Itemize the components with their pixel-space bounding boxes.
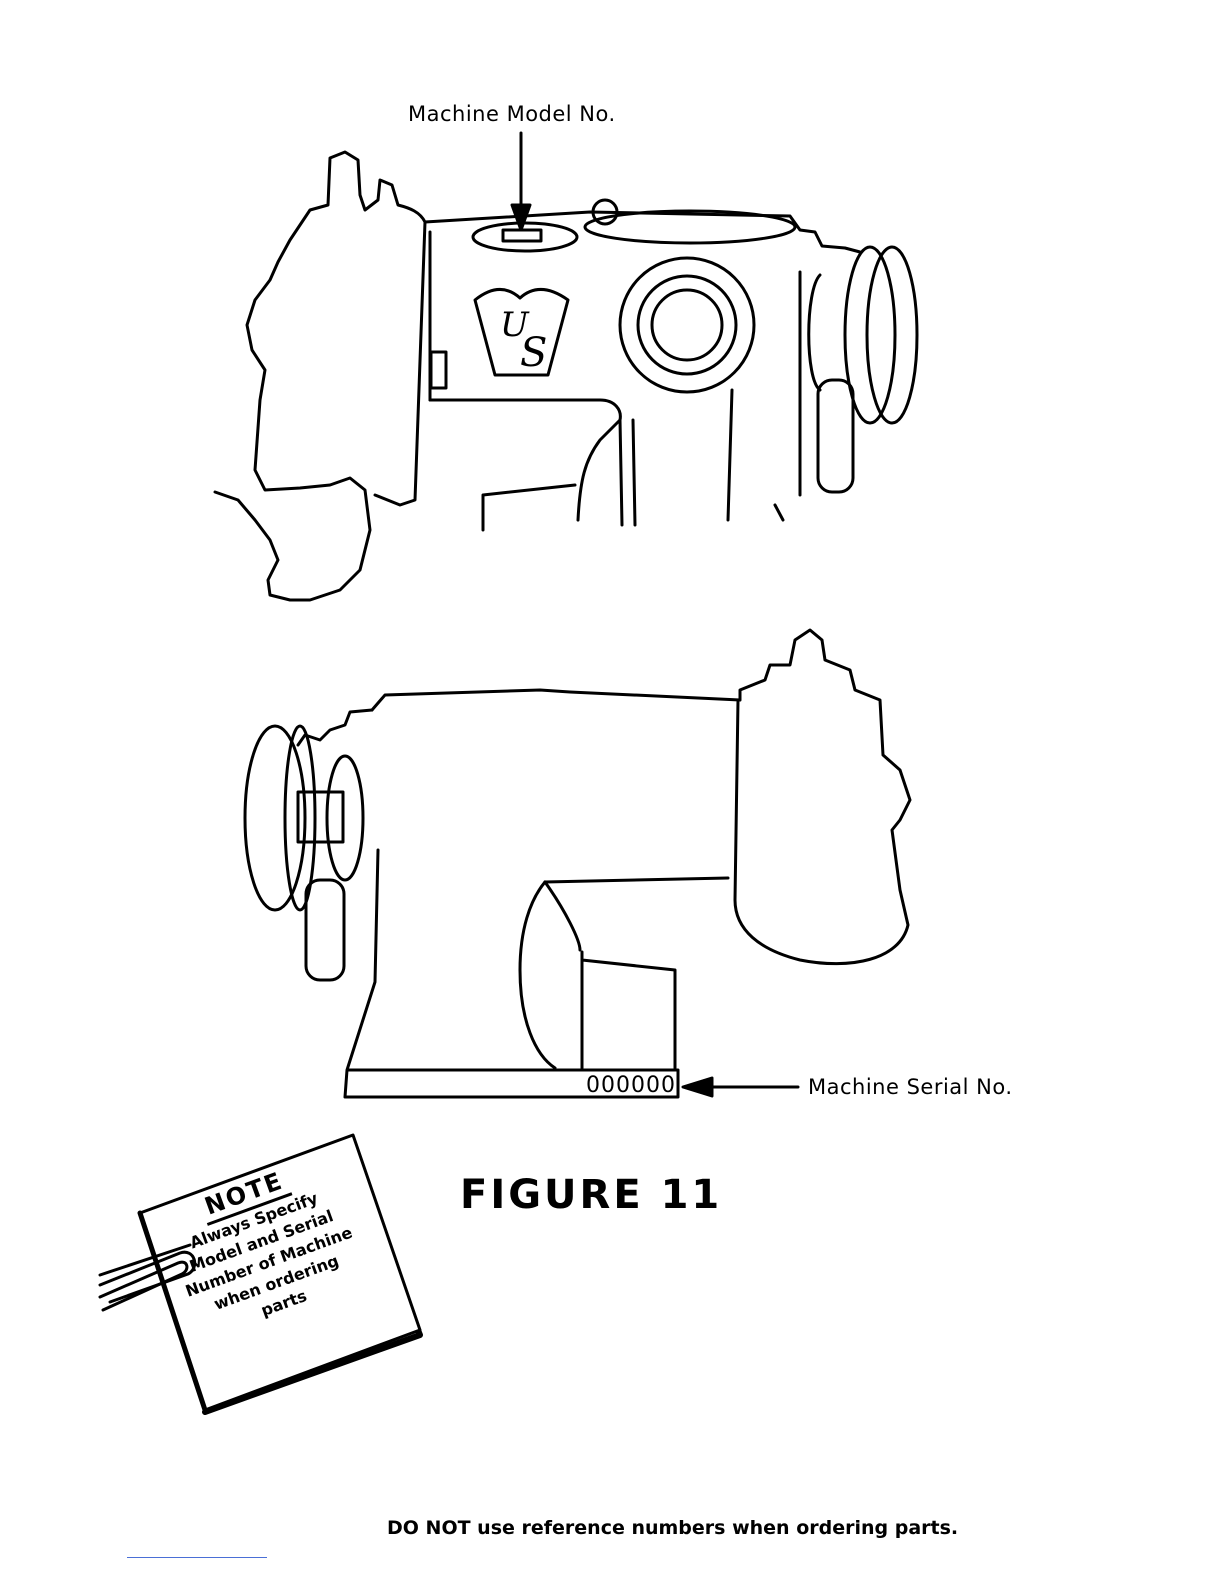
model-arrow	[512, 133, 530, 230]
serial-arrow	[683, 1078, 798, 1096]
machine-front-view	[215, 152, 917, 600]
figure-title: FIGURE 11	[460, 1172, 722, 1218]
machine-model-label: Machine Model No.	[408, 102, 616, 126]
machine-rear-view	[245, 630, 910, 1097]
footer-note: DO NOT use reference numbers when orderi…	[387, 1517, 958, 1539]
footer-rule	[127, 1557, 267, 1558]
serial-number-value: 000000	[586, 1073, 676, 1098]
logo-letter-s: S	[520, 330, 547, 376]
machine-serial-label: Machine Serial No.	[808, 1075, 1013, 1099]
